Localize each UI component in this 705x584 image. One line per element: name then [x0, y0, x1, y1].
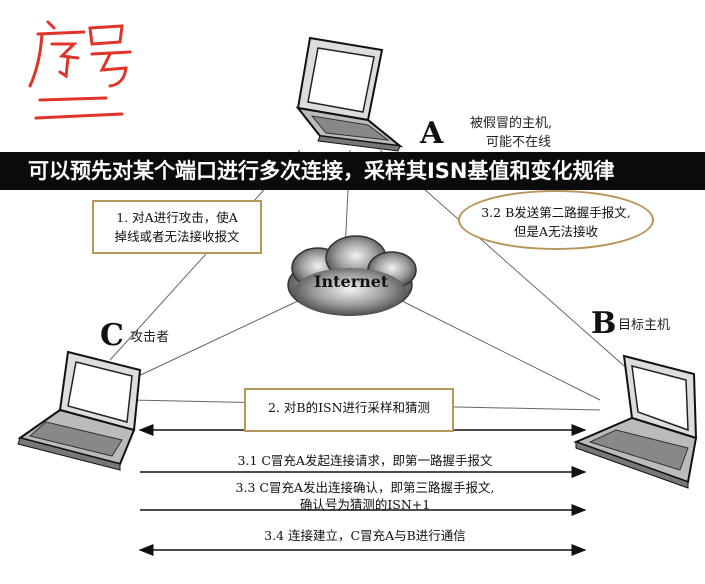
laptop-b-icon — [573, 354, 698, 489]
msg-3-3-line-1: 3.3 C冒充A发出连接确认，即第三路握手报文, — [235, 480, 495, 495]
node-a-letter: A — [420, 116, 444, 151]
step-3-2-line-1: 3.2 B发送第二路握手报文, — [481, 205, 631, 220]
step-3-2-ellipse: 3.2 B发送第二路握手报文, 但是A无法接收 — [458, 190, 654, 250]
msg-3-3-line-2: 确认号为猜测的ISN+1 — [299, 497, 431, 512]
step-2-box: 2. 对B的ISN进行采样和猜测 — [244, 388, 454, 432]
node-a-desc-2: 可能不在线 — [486, 135, 552, 150]
node-b-desc: 目标主机 — [618, 318, 671, 333]
step-3-2-line-2: 但是A无法接收 — [513, 224, 599, 239]
msg-3-1: 3.1 C冒充A发起连接请求，即第一路握手报文 — [237, 453, 493, 468]
node-c-letter: C — [100, 318, 124, 353]
laptop-c-icon — [17, 350, 142, 471]
node-b-letter: B — [591, 306, 617, 341]
handwritten-annotation — [26, 14, 146, 128]
msg-3-3: 3.3 C冒充A发出连接确认，即第三路握手报文, 确认号为猜测的ISN+1 — [150, 479, 580, 513]
step-1-line-2: 掉线或者无法接收报文 — [114, 229, 240, 244]
node-c-desc: 攻击者 — [130, 330, 170, 345]
step-1-line-1: 1. 对A进行攻击，使A — [116, 210, 238, 225]
banner-text: 可以预先对某个端口进行多次连接，采样其ISN基值和变化规律 — [0, 152, 705, 190]
node-a-desc-1: 被假冒的主机, — [470, 116, 553, 131]
msg-3-4: 3.4 连接建立，C冒充A与B进行通信 — [264, 528, 466, 543]
internet-cloud-icon — [287, 235, 417, 316]
internet-label: Internet — [314, 272, 389, 291]
step-1-box: 1. 对A进行攻击，使A 掉线或者无法接收报文 — [92, 200, 262, 254]
laptop-a-icon — [295, 36, 404, 152]
